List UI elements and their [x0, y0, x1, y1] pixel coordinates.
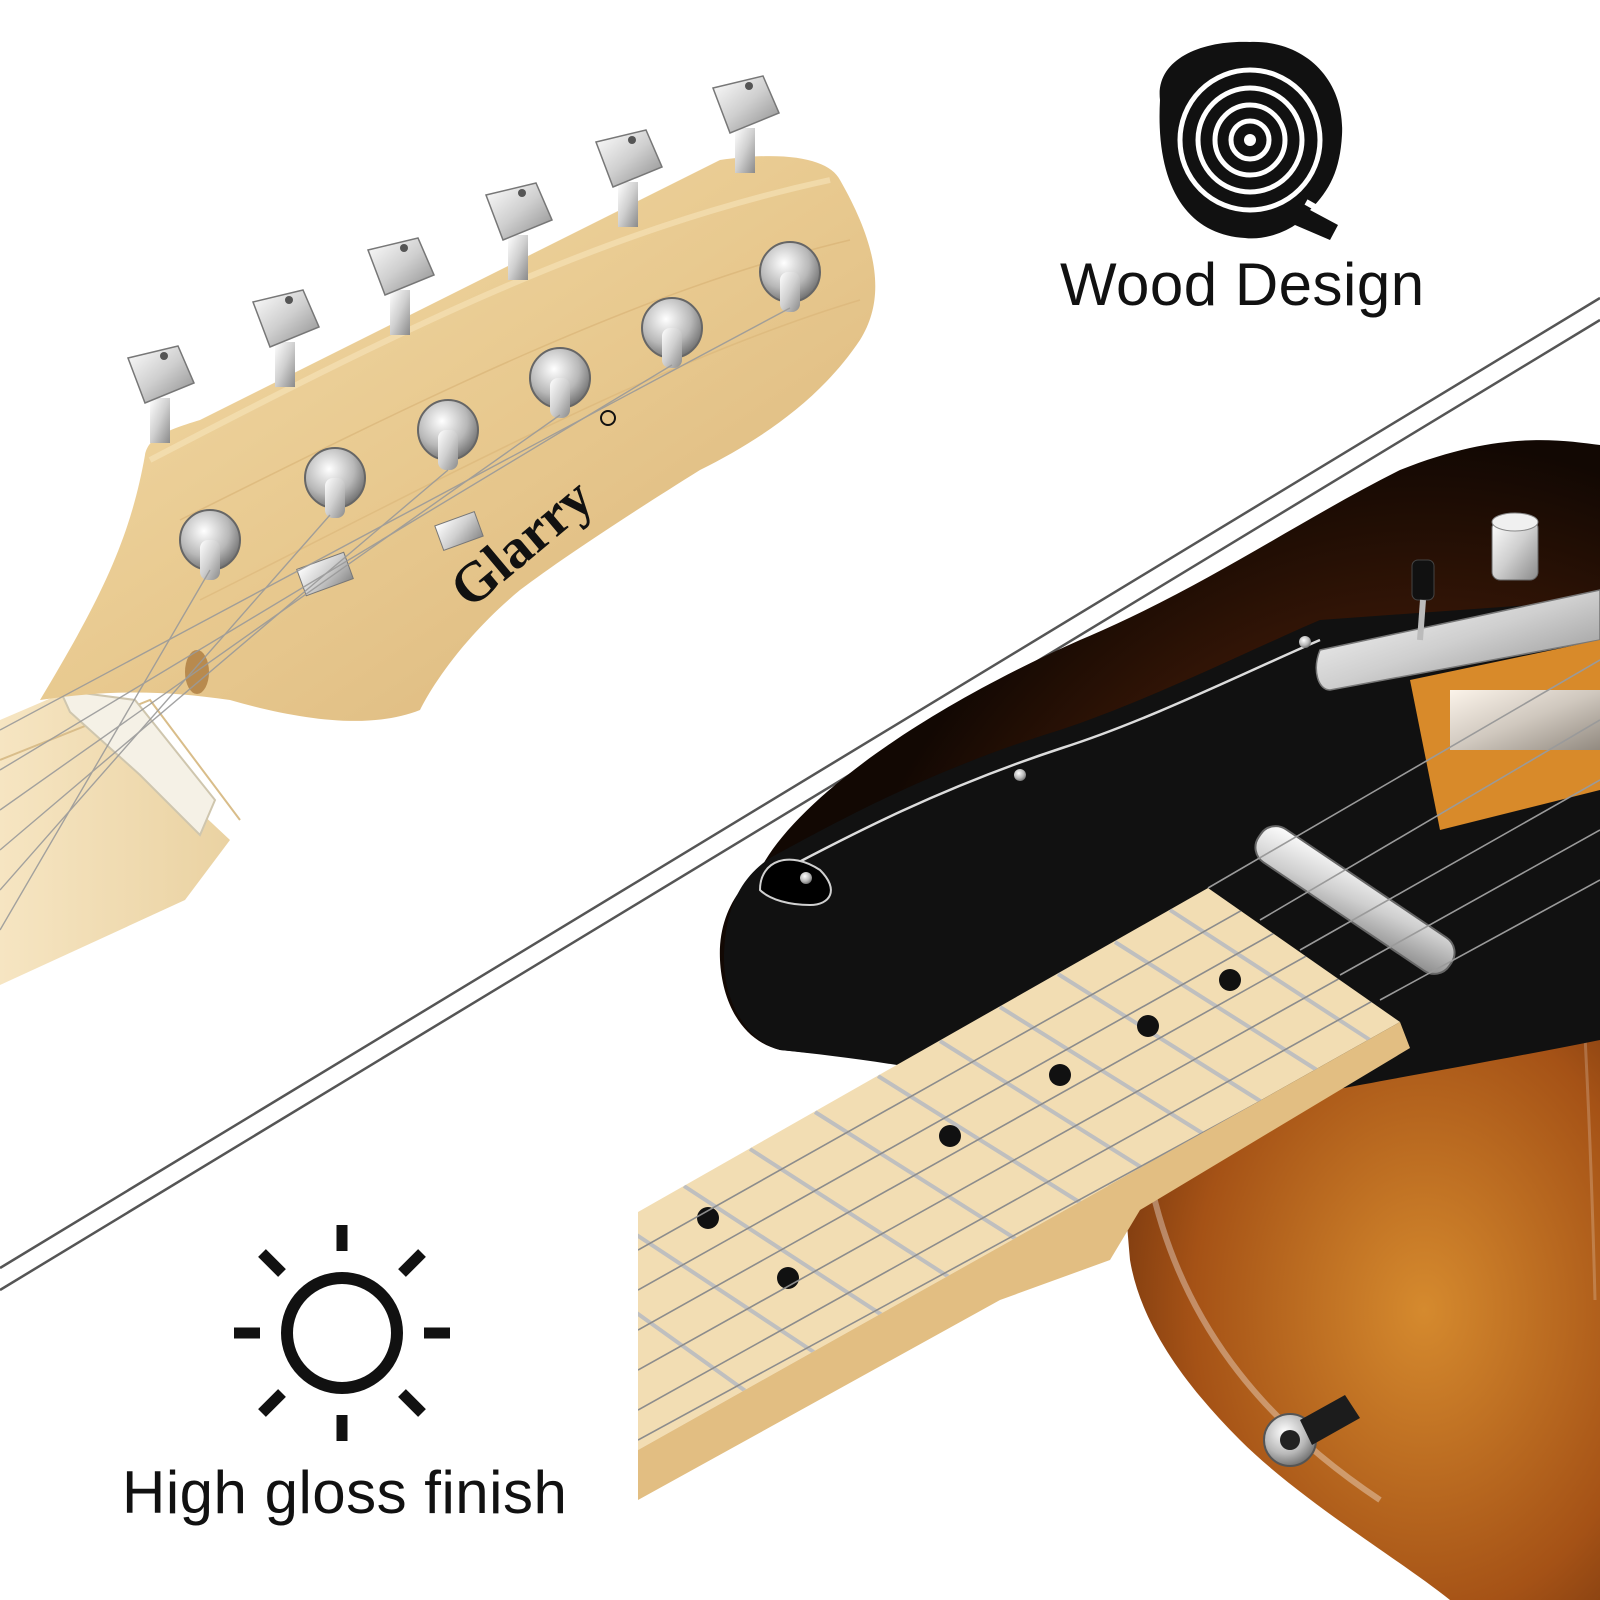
- guitar-headstock: Glarry: [0, 75, 876, 985]
- fretboard: [638, 888, 1400, 1450]
- sun-icon: [234, 1225, 450, 1441]
- tuner-keys: [126, 75, 780, 443]
- diagonal-divider: [0, 296, 1600, 1292]
- tuner-posts: [179, 241, 821, 580]
- tree-rings-icon: [1159, 41, 1343, 240]
- wood-design-caption: Wood Design: [1060, 251, 1425, 318]
- high-gloss-finish-caption: High gloss finish: [122, 1459, 568, 1526]
- guitar-body: [638, 440, 1600, 1600]
